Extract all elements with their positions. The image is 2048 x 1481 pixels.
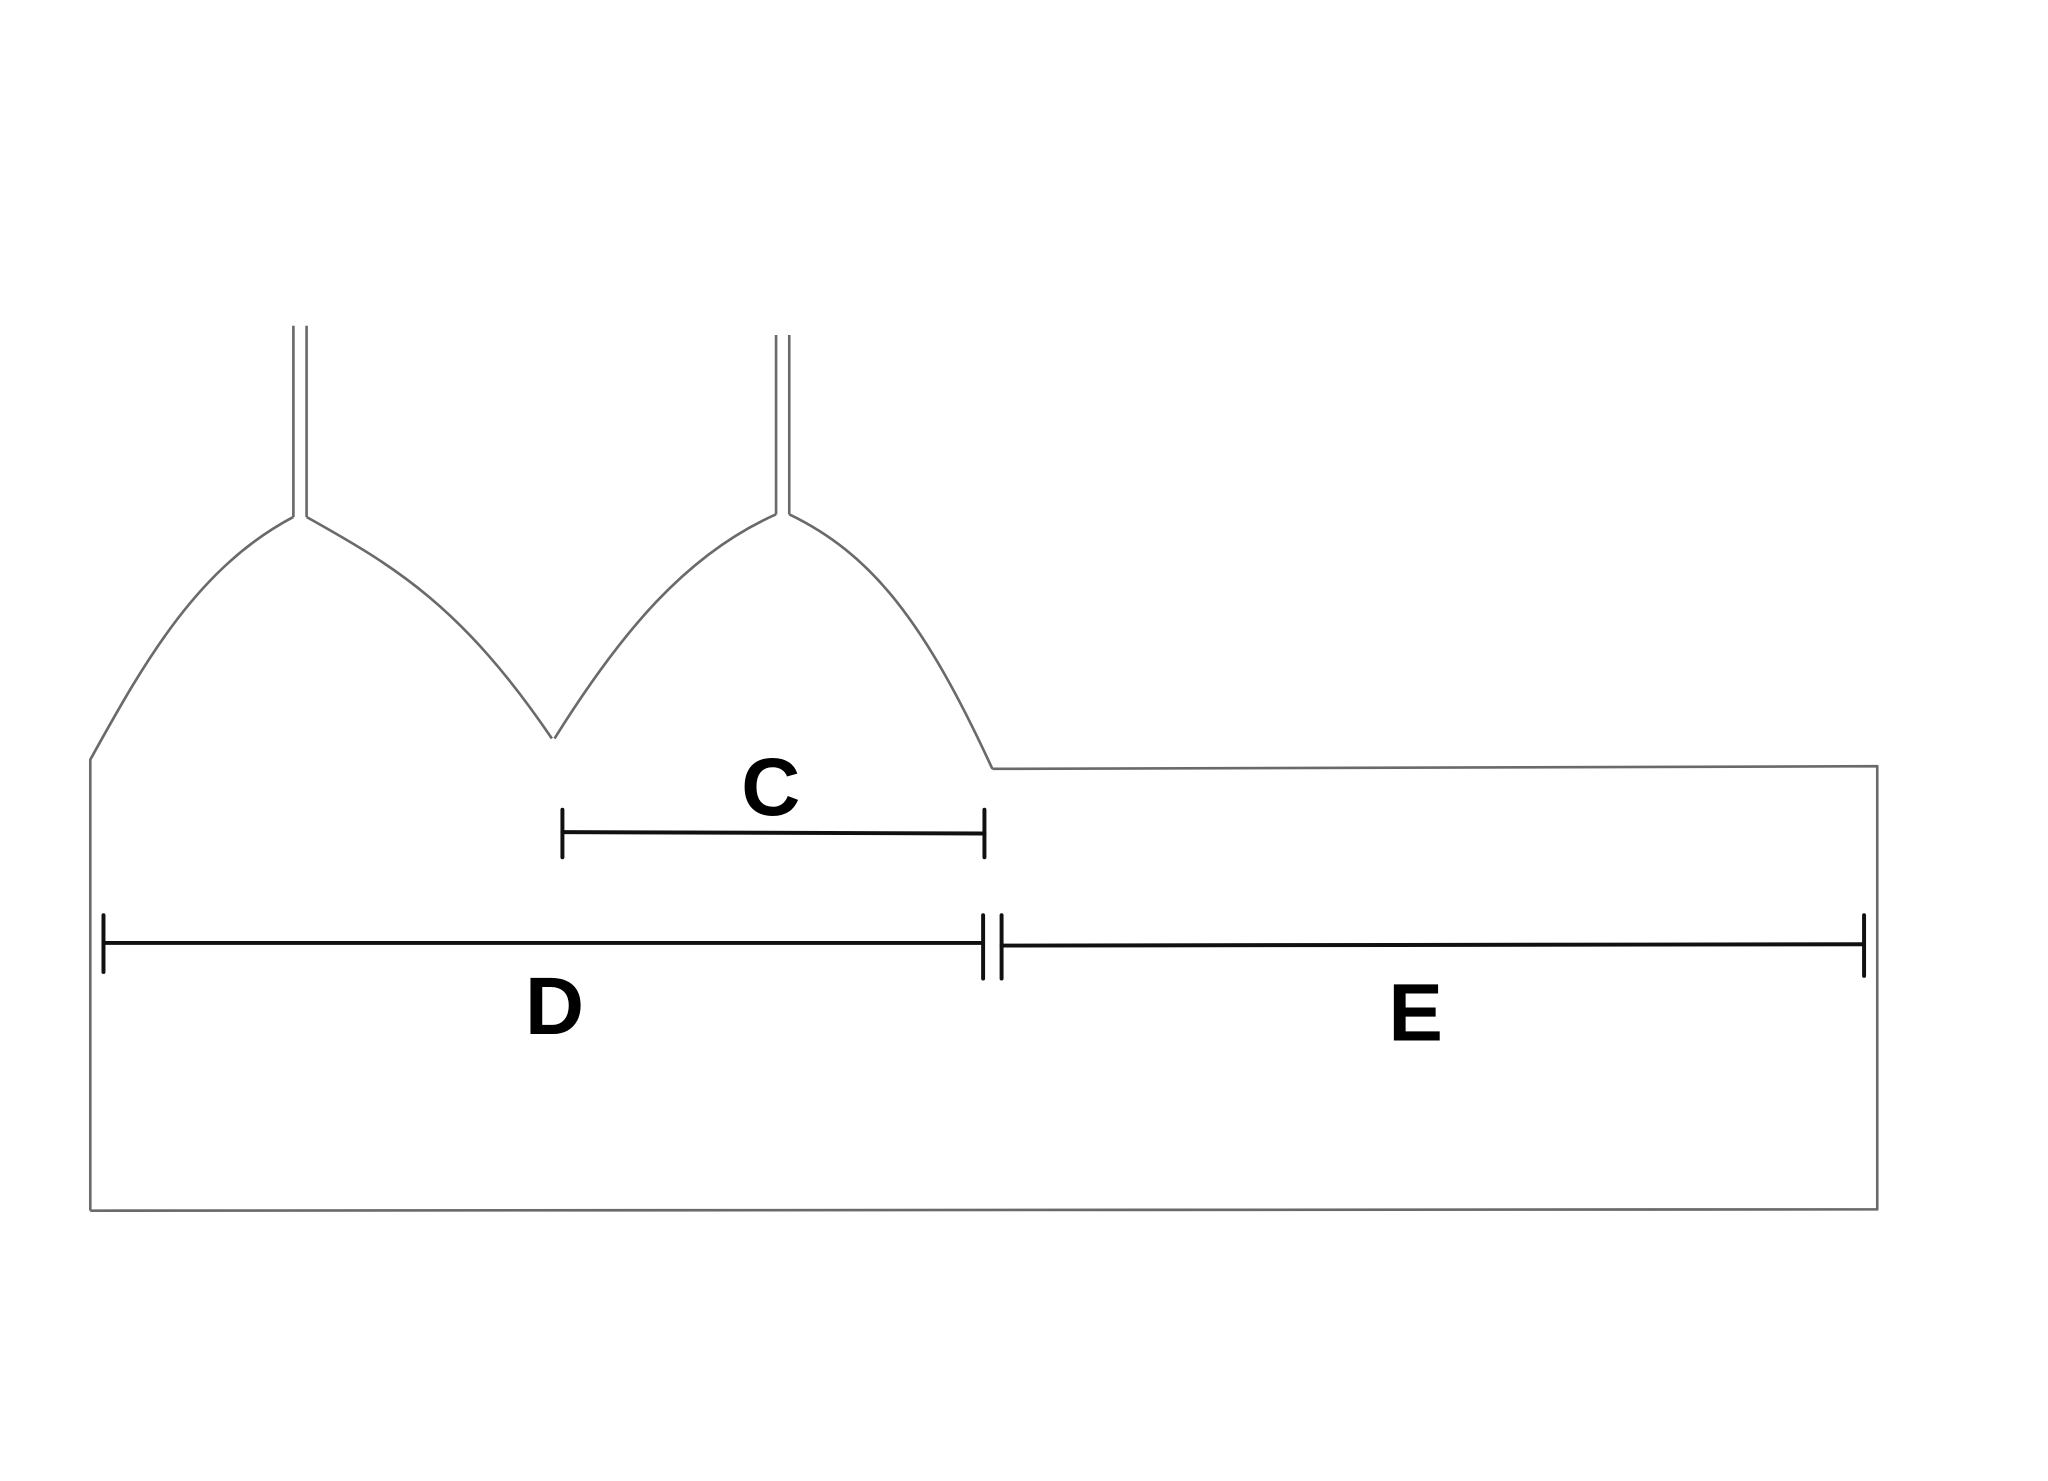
dimension-e: E [999,913,1867,1059]
left-strap [292,325,308,517]
label-c: C [741,742,800,833]
label-d: D [525,961,584,1052]
dimension-c: C [560,742,987,860]
band-outline [90,764,1879,1212]
right-strap [774,334,791,515]
dimension-d: D [101,913,986,1052]
label-e: E [1388,968,1443,1059]
garment-outline [88,325,1879,1212]
left-cup-outline [88,513,994,1211]
